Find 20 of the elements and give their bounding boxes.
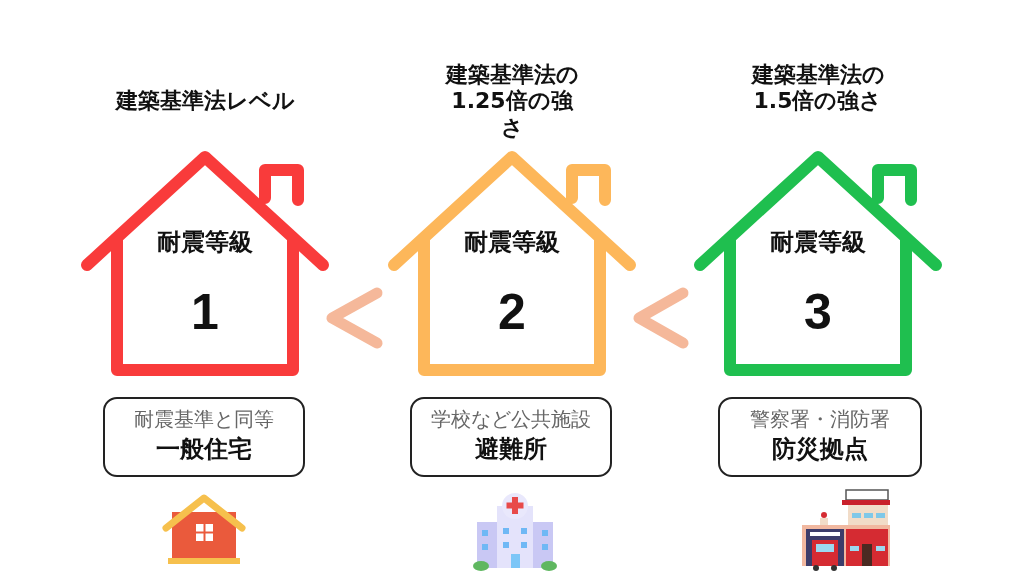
facility-label: 耐震基準と同等	[133, 406, 275, 433]
less-than-chevron	[633, 287, 689, 349]
facility-label: 学校など公共施設	[430, 406, 592, 433]
grade-label: 耐震等級	[463, 228, 561, 257]
less-than-chevron	[326, 287, 383, 349]
grade-label: 耐震等級	[156, 228, 254, 257]
grade-number: 1	[190, 283, 220, 342]
level-heading: 建築基準法レベル	[114, 88, 296, 115]
category-box	[103, 397, 305, 477]
level-heading: 建築基準法の1.25倍の強さ	[444, 62, 580, 142]
category-label: 防災拠点	[771, 434, 869, 465]
level-heading: 建築基準法の1.5倍の強さ	[750, 62, 886, 115]
category-label: 一般住宅	[155, 434, 253, 465]
category-box	[718, 397, 922, 477]
grade-number: 2	[497, 283, 527, 342]
grade-label: 耐震等級	[769, 228, 867, 257]
category-box	[410, 397, 612, 477]
grade-number: 3	[803, 283, 833, 342]
category-label: 避難所	[474, 434, 548, 465]
facility-label: 警察署・消防署	[749, 406, 891, 433]
